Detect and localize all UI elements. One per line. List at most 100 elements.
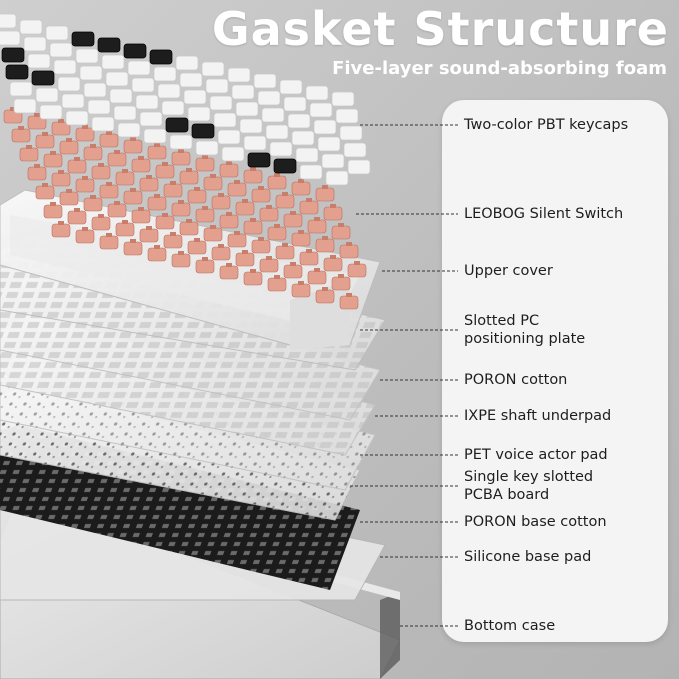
keycap-white: [179, 72, 203, 88]
keycap-white: [131, 77, 155, 93]
switch: [299, 249, 319, 266]
switch: [131, 207, 151, 224]
switch: [123, 239, 143, 256]
switch: [163, 232, 183, 249]
switch: [155, 162, 175, 179]
keycap-white: [335, 108, 359, 124]
keycap-white: [321, 153, 345, 169]
keycap-white: [187, 106, 211, 122]
switch: [99, 131, 119, 148]
keycap-white: [57, 76, 81, 92]
keycap-white: [87, 99, 111, 115]
switch: [43, 202, 63, 219]
switch: [27, 164, 47, 181]
switch: [19, 145, 39, 162]
keycap-black: [71, 31, 95, 47]
switch: [219, 263, 239, 280]
switch: [155, 213, 175, 230]
keycap-white: [313, 119, 337, 135]
switch: [51, 170, 71, 187]
keycap-white: [135, 94, 159, 110]
keycap-white: [0, 13, 17, 29]
keycap-white: [257, 90, 281, 106]
switch: [59, 189, 79, 206]
switch: [107, 201, 127, 218]
switch: [187, 238, 207, 255]
switch: [315, 287, 335, 304]
keycap-black: [5, 64, 29, 80]
layer-label-line: PORON base cotton: [464, 514, 607, 530]
layer-label-line: LEOBOG Silent Switch: [464, 206, 624, 222]
keycap-white: [169, 134, 193, 150]
layer-label-line: Upper cover: [464, 263, 553, 279]
keycap-black: [97, 37, 121, 53]
keycap-white: [0, 30, 21, 46]
switch: [51, 221, 71, 238]
keycap-white: [239, 118, 263, 134]
switch: [267, 275, 287, 292]
switch: [27, 113, 47, 130]
layer-label-keycaps: Two-color PBT keycaps: [464, 116, 628, 134]
keycap-white: [283, 96, 307, 112]
switch: [211, 244, 231, 261]
switch: [315, 236, 335, 253]
keycap-white: [101, 54, 125, 70]
layer-label-poron: PORON cotton: [464, 371, 567, 389]
switch: [339, 242, 359, 259]
keycap-white: [53, 59, 77, 75]
keycap-white: [195, 140, 219, 156]
layer-label-line: positioning plate: [464, 331, 586, 347]
layer-label-line: Two-color PBT keycaps: [464, 117, 629, 133]
keycap-white: [175, 55, 199, 71]
switch: [211, 193, 231, 210]
keycap-white: [339, 125, 363, 141]
switch: [195, 257, 215, 274]
switch: [123, 188, 143, 205]
switch: [35, 132, 55, 149]
switch-layer: [3, 107, 367, 310]
keycap-white: [205, 78, 229, 94]
keycap-black: [1, 47, 25, 63]
keycap-layer: [0, 13, 371, 186]
switch: [267, 224, 287, 241]
switch: [331, 223, 351, 240]
switch: [107, 150, 127, 167]
switch: [115, 220, 135, 237]
switch: [171, 200, 191, 217]
keycap-white: [253, 73, 277, 89]
switch: [75, 176, 95, 193]
layer-label-line: PORON cotton: [464, 372, 568, 388]
switch: [243, 167, 263, 184]
keycap-white: [213, 112, 237, 128]
keycap-white: [105, 71, 129, 87]
keycap-white: [13, 98, 37, 114]
switch: [267, 173, 287, 190]
keycap-white: [39, 104, 63, 120]
switch: [115, 169, 135, 186]
switch: [339, 293, 359, 310]
switch: [275, 192, 295, 209]
keycap-black: [165, 117, 189, 133]
switch: [83, 195, 103, 212]
switch: [11, 126, 31, 143]
layer-label-switch: LEOBOG Silent Switch: [464, 205, 623, 223]
keycap-white: [227, 67, 251, 83]
keycap-white: [23, 36, 47, 52]
layer-label-line: PET voice actor pad: [464, 447, 608, 463]
keycap-white: [331, 91, 355, 107]
layer-label-poron-base: PORON base cotton: [464, 513, 607, 531]
switch: [203, 174, 223, 191]
switch: [67, 157, 87, 174]
keycap-white: [343, 142, 367, 158]
keycap-white: [27, 53, 51, 69]
switch: [179, 168, 199, 185]
keycap-white: [9, 81, 33, 97]
switch: [139, 175, 159, 192]
switch: [259, 256, 279, 273]
switch: [243, 218, 263, 235]
keycap-white: [295, 147, 319, 163]
keycap-white: [49, 42, 73, 58]
switch: [147, 143, 167, 160]
